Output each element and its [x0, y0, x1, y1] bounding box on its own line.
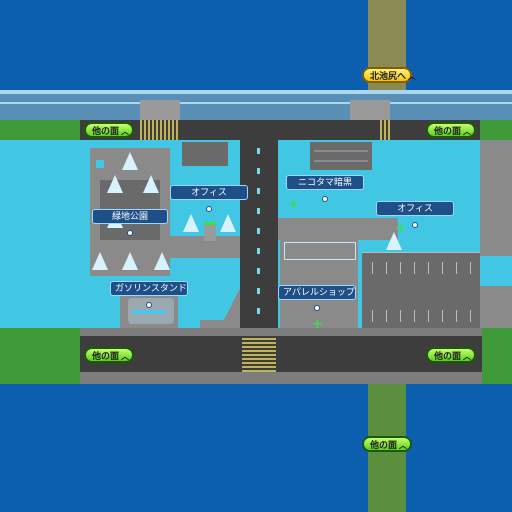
kiosk: [204, 222, 216, 241]
nav-button-label: 他の面: [92, 352, 120, 362]
grass-top-right: [480, 120, 512, 140]
road-right-vertical-b: [480, 286, 512, 330]
building-top-right-stripes: [314, 150, 368, 152]
tree-icon: [122, 152, 138, 170]
lane-dash: [257, 188, 260, 194]
tree-icon: [107, 175, 123, 193]
building-top-mid: [182, 142, 228, 166]
road-bottom: [80, 336, 482, 372]
building-top-right-stripes: [314, 160, 368, 162]
chevron-up-icon: ︿: [463, 127, 472, 136]
nav-button-north[interactable]: 北池尻へ︿: [362, 67, 416, 83]
tree-icon: [122, 252, 138, 270]
tree-icon: [154, 252, 170, 270]
place-label-apparel[interactable]: アパレルショップ: [278, 285, 356, 300]
bridge-rail: [0, 90, 512, 120]
parking-lines: [372, 310, 472, 322]
parking-lines: [372, 262, 472, 274]
nav-button-label: 他の面: [434, 352, 462, 362]
pin-icon: [206, 206, 212, 212]
grass-bottom-right: [482, 328, 512, 384]
pin-icon: [127, 230, 133, 236]
nav-button-south[interactable]: 他の面︿: [362, 436, 412, 452]
sidewalk-bottom-bot: [80, 372, 482, 384]
water-north: [0, 0, 512, 92]
chevron-up-icon: ︿: [121, 127, 130, 136]
warp-marker-icon: +: [395, 221, 406, 236]
apparel-block-outline: [284, 242, 356, 260]
tree-icon: [143, 175, 159, 193]
bridge-pillar-1: [140, 100, 180, 120]
place-label-gas-station[interactable]: ガソリンスタンド: [110, 281, 188, 296]
tree-icon: [386, 232, 402, 250]
pin-icon: [146, 302, 152, 308]
nav-button-east-bottom[interactable]: 他の面︿: [426, 347, 476, 363]
crosswalk-top-left: [140, 120, 180, 140]
lane-dash: [257, 308, 260, 314]
apparel-block: [280, 240, 358, 328]
chevron-up-icon: ︿: [121, 352, 130, 361]
road-middle: [160, 236, 240, 258]
lane-dash: [257, 228, 260, 234]
park-grid: [96, 160, 104, 168]
place-label-park[interactable]: 緑地公園: [92, 209, 168, 224]
nav-button-west-top[interactable]: 他の面︿: [84, 122, 134, 138]
pin-icon: [314, 305, 320, 311]
tree-icon: [92, 252, 108, 270]
grass-bottom-left: [0, 328, 80, 384]
grass-top-left: [0, 120, 80, 140]
place-label-office-1[interactable]: オフィス: [170, 185, 248, 200]
crosswalk-bottom: [242, 336, 276, 372]
lane-dash: [257, 148, 260, 154]
tree-icon: [183, 214, 199, 232]
bridge-rail-mid: [0, 102, 512, 104]
sidewalk-bottom-top: [80, 328, 482, 336]
nav-button-label: 他の面: [434, 127, 462, 137]
nav-button-label: 他の面: [370, 441, 398, 451]
nav-button-label: 他の面: [92, 127, 120, 137]
bridge-pillar-2: [350, 100, 390, 120]
pin-icon: [412, 222, 418, 228]
nav-button-east-top[interactable]: 他の面︿: [426, 122, 476, 138]
building-top-right: [310, 142, 372, 170]
road-right-vertical: [480, 140, 512, 256]
lane-dash: [257, 248, 260, 254]
lane-dash: [257, 208, 260, 214]
road-middle-right: [278, 218, 398, 240]
parking-border: [362, 252, 480, 253]
tree-icon: [220, 214, 236, 232]
lane-dash: [257, 168, 260, 174]
chevron-up-icon: ︿: [399, 441, 408, 450]
lane-dash: [257, 288, 260, 294]
warp-marker-icon: +: [288, 197, 299, 212]
nav-button-west-bottom[interactable]: 他の面︿: [84, 347, 134, 363]
pin-icon: [322, 196, 328, 202]
lane-dash: [257, 268, 260, 274]
chevron-up-icon: ︿: [463, 352, 472, 361]
place-label-nikotama[interactable]: ニコタマ暗黒: [286, 175, 364, 190]
place-label-office-2[interactable]: オフィス: [376, 201, 454, 216]
gas-station-pump: [132, 310, 166, 314]
chevron-up-icon: ︿: [408, 72, 417, 81]
warp-marker-icon: +: [312, 317, 323, 332]
water-south: [0, 384, 512, 512]
nav-button-label: 北池尻へ: [370, 72, 407, 82]
crosswalk-top-right: [380, 120, 390, 140]
bridge-rail-top: [0, 90, 512, 94]
